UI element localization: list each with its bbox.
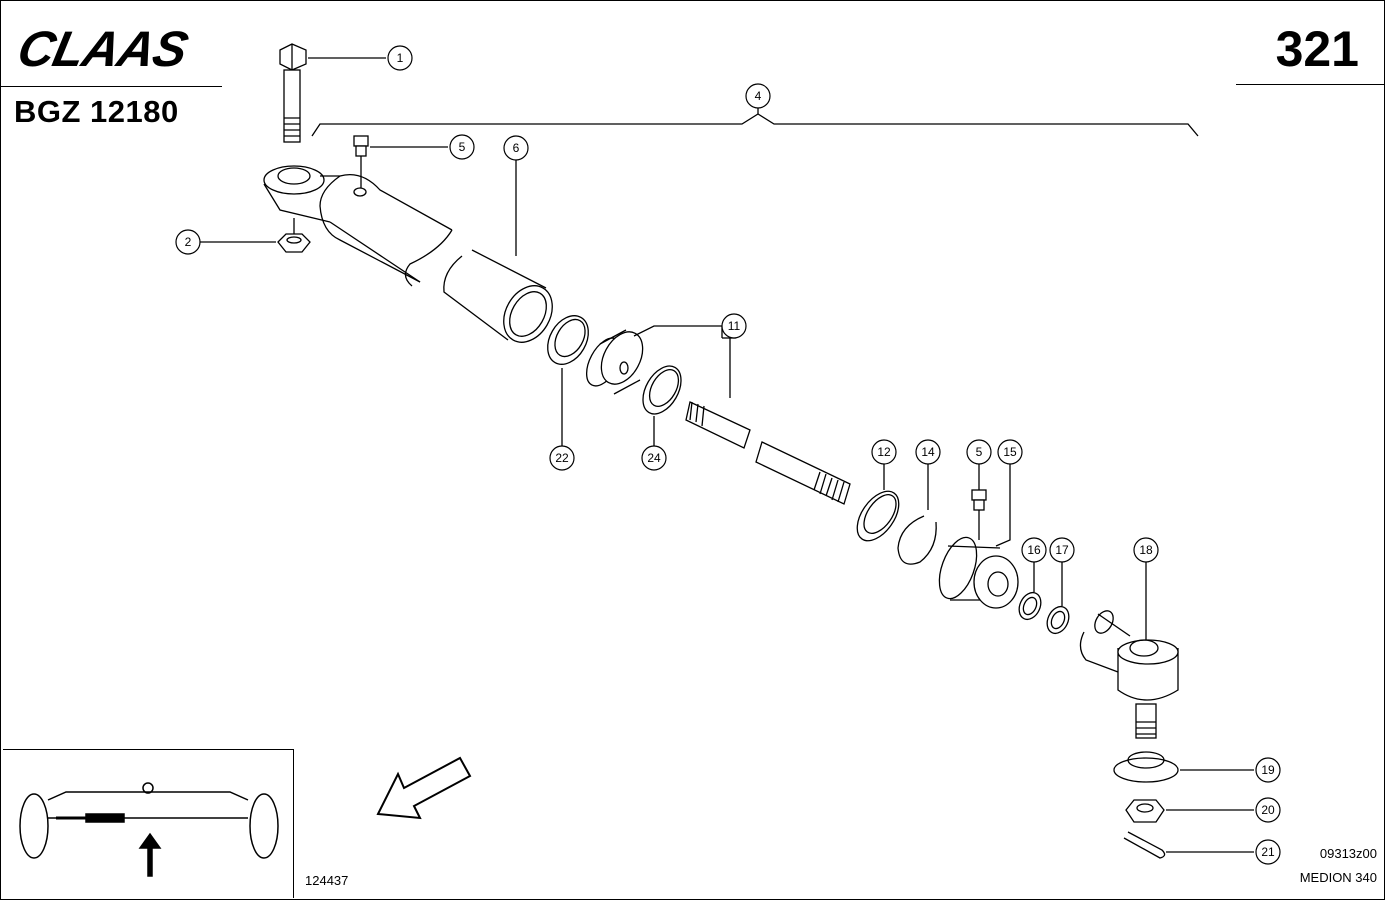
- callout-14: 14: [921, 445, 935, 459]
- piston-part: [585, 325, 736, 398]
- cylinder-body: [263, 165, 453, 287]
- drawing-code: 09313z00: [1319, 846, 1377, 861]
- callout-19: 19: [1261, 763, 1275, 777]
- tube-part: [443, 160, 553, 343]
- bolt-part: [279, 43, 386, 143]
- callout-5-right: 5: [976, 445, 983, 459]
- ring-22-part: [547, 315, 589, 446]
- callout-12: 12: [877, 445, 891, 459]
- model-code: BGZ 12180: [14, 94, 179, 129]
- inset-reference: 124437: [305, 873, 349, 888]
- split-pin-part: [1123, 831, 1254, 859]
- callout-4: 4: [755, 89, 762, 103]
- callout-5-left: 5: [459, 140, 466, 154]
- direction-arrow-icon: [376, 756, 472, 820]
- callout-16: 16: [1027, 543, 1041, 557]
- ring-24-part: [642, 365, 682, 446]
- boot-part: [1113, 751, 1254, 783]
- callout-17: 17: [1055, 543, 1069, 557]
- callout-20: 20: [1261, 803, 1275, 817]
- circlip-part: [897, 462, 937, 565]
- guide-part: [938, 462, 1019, 609]
- callout-2: 2: [185, 235, 192, 249]
- washer-17-part: [1046, 562, 1070, 635]
- castle-nut-part: [1125, 799, 1254, 823]
- inset-view-box: [3, 749, 294, 898]
- callout-24: 24: [647, 451, 661, 465]
- washer-16-part: [1018, 562, 1042, 621]
- callout-6: 6: [513, 141, 520, 155]
- callout-18: 18: [1139, 543, 1153, 557]
- nut-part: [200, 218, 311, 253]
- callout-15: 15: [1003, 445, 1017, 459]
- callout-1: 1: [397, 51, 404, 65]
- inset-axle-sketch: [19, 782, 279, 877]
- callout-21: 21: [1261, 845, 1275, 859]
- callout-22: 22: [555, 451, 569, 465]
- ring-12-part: [856, 462, 900, 542]
- assembly-bracket: [311, 113, 1199, 137]
- callout-11: 11: [728, 319, 741, 333]
- header-rule-left: [0, 86, 222, 87]
- header-rule-right: [1236, 84, 1384, 85]
- page-number: 321: [1275, 21, 1359, 77]
- machine-name: MEDION 340: [1299, 870, 1377, 885]
- grease-nipple-part: [353, 135, 448, 188]
- piston-rod-part: [685, 401, 851, 505]
- ball-joint-part: [1079, 562, 1179, 739]
